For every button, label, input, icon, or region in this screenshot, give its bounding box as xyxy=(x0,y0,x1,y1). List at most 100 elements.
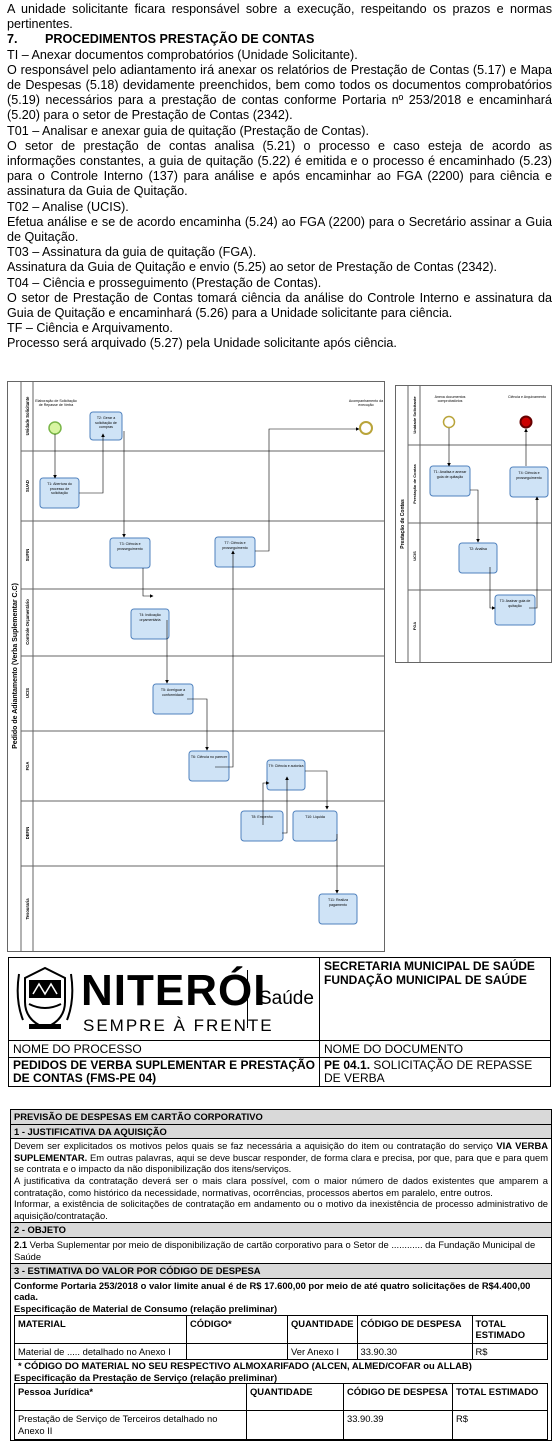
task-t04-title: T04 – Ciência e prosseguimento (Prestaçã… xyxy=(7,275,322,290)
task-label: T5: Averiguar a conformidade xyxy=(160,688,186,697)
justification-paragraph-1: Devem ser explicitados os motivos pelos … xyxy=(14,1140,548,1175)
lane-label: Tesouraria xyxy=(25,898,30,920)
task-label: T11: Realiza pagamento xyxy=(328,898,348,907)
section-7-title: PROCEDIMENTOS PRESTAÇÃO DE CONTAS xyxy=(45,32,315,47)
org-cell: SECRETARIA MUNICIPAL DE SAÚDE FUNDAÇÃO M… xyxy=(319,957,551,1041)
expense-code-header: CÓDIGO DE DESPESA xyxy=(343,1383,453,1412)
lane-label: SUFIN xyxy=(25,549,30,562)
expense-code-cell: 33.90.30 xyxy=(356,1342,473,1361)
quantity-cell: Ver Anexo I xyxy=(287,1342,358,1361)
justification-paragraph-3: Informar, a existência de solicitações d… xyxy=(14,1198,548,1221)
material-cell: Material de ..... detalhado no Anexo I xyxy=(14,1342,187,1361)
material-code-note: * CÓDIGO DO MATERIAL NO SEU RESPECTIVO A… xyxy=(18,1360,472,1372)
end-event-label: Ciência e Arquivamento xyxy=(508,395,546,399)
code-cell xyxy=(186,1342,288,1361)
org-line-2: FUNDAÇÃO MUNICIPAL DE SAÚDE xyxy=(324,973,527,987)
lane-label: Prestação de Contas xyxy=(412,463,417,503)
service-spec-title: Especificação da Prestação de Serviço (r… xyxy=(14,1371,278,1383)
lane-label: UCIS xyxy=(25,688,30,698)
task-box xyxy=(130,608,170,640)
expense-forecast-form: PREVISÃO DE DESPESAS EM CARTÃO CORPORATI… xyxy=(10,1109,552,1441)
document-name: PE 04.1. SOLICITAÇÃO DE REPASSE DE VERBA xyxy=(319,1057,551,1087)
justification-emphasis: VIA VERBA SUPLEMENTAR. xyxy=(14,1140,548,1163)
task-ti-title: TI – Anexar documentos comprobatórios (U… xyxy=(7,47,358,62)
logo-department: Saúde xyxy=(259,988,314,1009)
end-event xyxy=(359,421,373,435)
form-title: PREVISÃO DE DESPESAS EM CARTÃO CORPORATI… xyxy=(10,1109,552,1125)
logo-cell: NITERÓI SEMPRE À FRENTE Saúde xyxy=(8,957,320,1041)
procedure-text: A unidade solicitante ficara responsável… xyxy=(7,2,552,352)
intro-paragraph: A unidade solicitante ficara responsável… xyxy=(7,2,552,32)
task-label: T9: Ciência e autoriza xyxy=(268,764,304,768)
code-header: CÓDIGO* xyxy=(186,1314,288,1344)
process-label: NOME DO PROCESSO xyxy=(8,1040,320,1058)
material-spec-title: Especificação de Material de Consumo (re… xyxy=(14,1302,278,1314)
lane-label: FGA xyxy=(412,622,417,631)
task-box xyxy=(266,759,306,791)
lane-label: Unidade Solicitante xyxy=(25,396,30,436)
section-2-title: 2 - OBJETO xyxy=(10,1222,552,1238)
task-box xyxy=(188,750,230,782)
task-t03-text: Assinatura da Guia de Quitação e envio (… xyxy=(7,260,498,275)
total-header: TOTAL ESTIMADO xyxy=(452,1383,548,1412)
justification-text: Devem ser explicitados os motivos pelos … xyxy=(14,1140,497,1152)
lane-label: SUAD xyxy=(25,480,30,492)
task-tf-text: Processo será arquivado (5.27) pela Unid… xyxy=(7,336,397,351)
task-label: T3: Ciência e prosseguimento xyxy=(117,542,143,551)
bpmn-diagram-prestacao: Prestação de Contas Unidade Solicitante … xyxy=(395,385,552,663)
expense-code-cell: 33.90.39 xyxy=(343,1410,453,1440)
task-box xyxy=(240,810,284,842)
section-3-title: 3 - ESTIMATIVA DO VALOR POR CÓDIGO DE DE… xyxy=(10,1263,552,1279)
document-label: NOME DO DOCUMENTO xyxy=(319,1040,551,1058)
task-t01-title: T01 – Analisar e anexar guia de quitação… xyxy=(7,123,369,138)
task-box xyxy=(509,466,549,498)
task-box xyxy=(318,893,358,925)
process-name: PEDIDOS DE VERBA SUPLEMENTAR E PRESTAÇÃO… xyxy=(8,1057,320,1087)
material-table: MATERIAL CÓDIGO* QUANTIDADE CÓDIGO DE DE… xyxy=(14,1314,548,1361)
justification-paragraph-2: A justificativa da contratação deverá se… xyxy=(14,1174,548,1198)
task-label: T1: Analisa e anexar guia de quitação xyxy=(433,470,467,479)
logo-tagline: SEMPRE À FRENTE xyxy=(83,1016,274,1035)
section-1-title: 1 - JUSTIFICATIVA DA AQUISIÇÃO xyxy=(10,1123,552,1140)
task-label: T10: Liquida xyxy=(305,815,325,819)
document-header: NITERÓI SEMPRE À FRENTE Saúde SECRETARIA… xyxy=(8,957,551,1087)
task-t02-title: T02 – Analise (UCIS). xyxy=(7,199,129,214)
task-tf-title: TF – Ciência e Arquivamento. xyxy=(7,321,173,336)
task-box xyxy=(89,411,123,441)
start-event xyxy=(48,421,62,435)
task-label: T6: Ciência no parecer xyxy=(190,755,228,759)
task-box xyxy=(292,810,338,842)
section-1-body: Devem ser explicitados os motivos pelos … xyxy=(10,1138,552,1224)
task-label: T2: Analisa xyxy=(469,547,487,551)
task-t04-text: O setor de Prestação de Contas tomará ci… xyxy=(7,290,552,321)
task-box xyxy=(109,537,151,569)
section-7-heading: 7. PROCEDIMENTOS PRESTAÇÃO DE CONTAS xyxy=(7,32,552,47)
quantity-cell xyxy=(246,1410,344,1440)
task-box xyxy=(214,536,256,568)
material-header: MATERIAL xyxy=(14,1314,187,1344)
end-event xyxy=(519,415,533,429)
task-t03-title: T03 – Assinatura da guia de quitação (FG… xyxy=(7,245,257,260)
logo-city-name: NITERÓI xyxy=(81,966,267,1015)
org-line-1: SECRETARIA MUNICIPAL DE SAÚDE xyxy=(324,959,535,973)
task-label: T8: Empenho xyxy=(251,815,273,819)
section-7-number: 7. xyxy=(7,32,18,47)
end-event-label: Acompanhamento da execução xyxy=(348,399,384,408)
task-label: T2: Gerar a solicitação de compras xyxy=(95,416,117,429)
task-ti-text: O responsável pelo adiantamento irá anex… xyxy=(7,62,552,123)
quantity-header: QUANTIDADE xyxy=(287,1314,358,1344)
document-code: PE 04.1. xyxy=(324,1058,371,1072)
legal-entity-header: Pessoa Jurídica* xyxy=(14,1383,247,1412)
pool-label: Prestação de Contas xyxy=(400,499,406,549)
total-cell: R$ xyxy=(452,1410,548,1440)
section-2-body: 2.1 Verba Suplementar por meio de dispon… xyxy=(10,1236,552,1265)
service-cell: Prestação de Serviço de Terceiros detalh… xyxy=(14,1410,247,1440)
lane-label: Controle Orçamentário xyxy=(25,599,30,645)
total-header: TOTAL ESTIMADO xyxy=(471,1314,548,1344)
task-label: T7: Ciência e prosseguimento xyxy=(222,541,248,550)
task-label: T3: Assinar guia de quitação xyxy=(499,599,531,608)
lane-label: FGA xyxy=(25,762,30,771)
lane-label: DEFIN xyxy=(25,827,30,840)
service-table: Pessoa Jurídica* QUANTIDADE CÓDIGO DE DE… xyxy=(14,1383,548,1440)
document-title: SOLICITAÇÃO DE REPASSE DE VERBA xyxy=(324,1058,533,1085)
